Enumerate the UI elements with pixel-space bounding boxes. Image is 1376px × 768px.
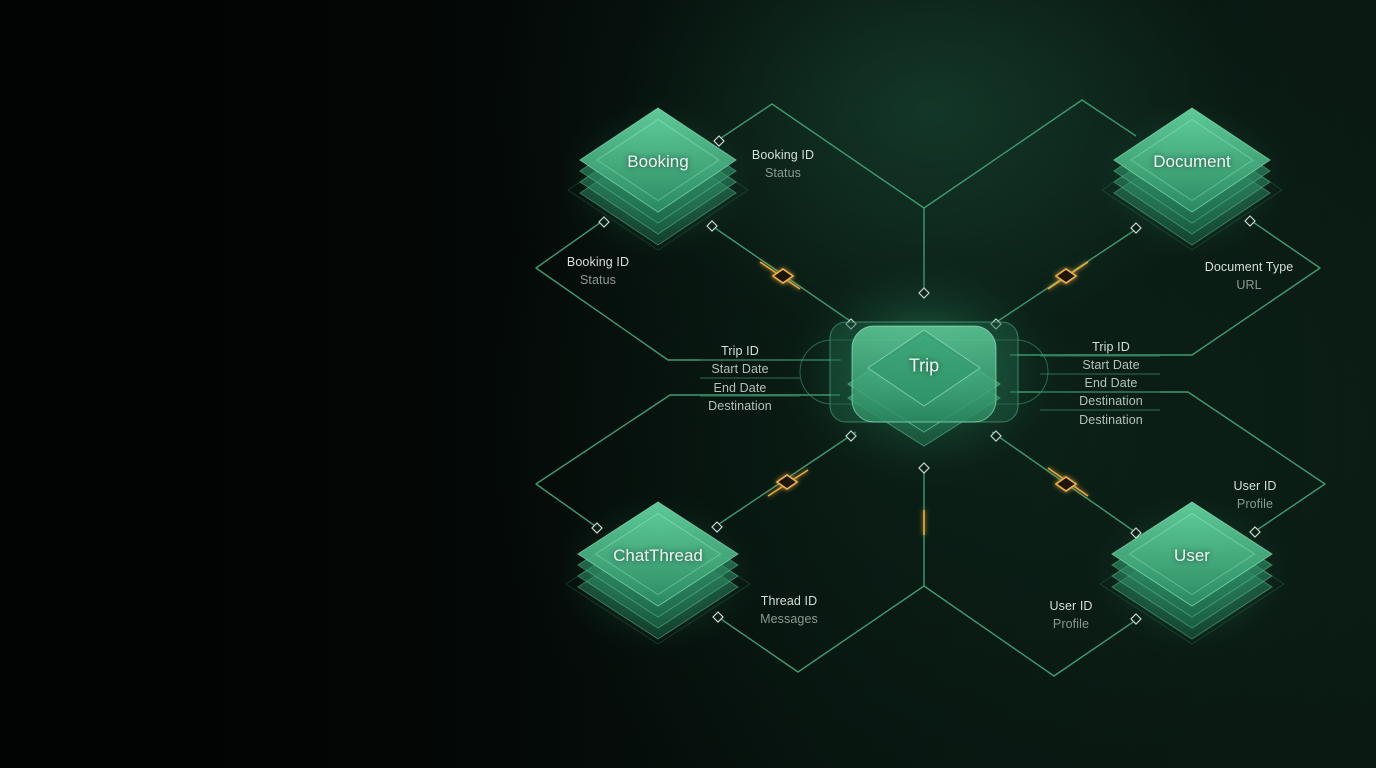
trip-right-field: Start Date [1082,358,1140,372]
booking-left-sub: Status [579,273,617,287]
trip-left-field: Destination [708,399,772,413]
entity-chatthread-name[interactable]: ChatThread [613,546,703,565]
user-right-sub: Profile [1236,497,1274,511]
user-left-key: User ID [1049,599,1093,613]
chat-right-key: Thread ID [760,594,818,608]
entity-chatthread[interactable] [550,490,766,658]
entity-top [1111,501,1273,607]
trip-right-field: Trip ID [1092,340,1130,354]
trip-right-field: End Date [1084,376,1138,390]
document-right-sub: URL [1236,278,1262,292]
connector-chat-left [535,394,840,529]
entity-trip[interactable] [774,252,1074,492]
trip-right-field: Destination [1079,413,1143,427]
document-right-key: Document Type [1204,260,1294,274]
trip-inner [867,329,981,407]
entity-inner [596,118,720,202]
entity-user[interactable] [1084,490,1300,658]
entity-top [1113,107,1271,213]
entity-inner [594,512,722,596]
relationship-diamond[interactable] [1054,268,1078,284]
entity-user-name[interactable]: User [1174,546,1210,565]
trip-left-field: End Date [713,381,767,395]
relationship-diamond[interactable] [775,474,799,490]
entity-trip-name[interactable]: Trip [908,355,940,376]
entity-document[interactable] [1086,96,1298,264]
entity-booking[interactable] [552,96,764,264]
user-left-sub: Profile [1052,617,1090,631]
entity-document-name[interactable]: Document [1153,152,1231,171]
relationship-diamond[interactable] [771,268,795,284]
user-right-key: User ID [1233,479,1277,493]
chat-right-sub: Messages [760,612,818,626]
connector-document-right [1010,219,1321,356]
trip-left-field: Start Date [711,362,769,376]
entity-booking-name[interactable]: Booking [627,152,689,171]
booking-top-sub: Status [764,166,802,180]
entity-inner [1128,512,1256,596]
booking-top-key: Booking ID [751,148,815,162]
entity-top [579,107,737,213]
entity-top [577,501,739,607]
entity-inner [1130,118,1254,202]
relationship-diamond[interactable] [1054,476,1078,492]
booking-left-key: Booking ID [566,255,630,269]
trip-left-field: Trip ID [721,344,759,358]
trip-right-field: Destination [1079,394,1143,408]
